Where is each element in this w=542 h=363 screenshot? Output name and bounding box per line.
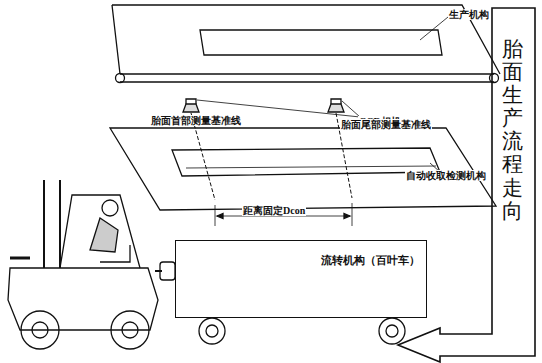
part-label: 自动收取检测机构 (405, 170, 487, 181)
node-text: 流转机构（百叶车） (321, 253, 420, 268)
part-label: 胎面首部测量基准线 (150, 115, 242, 126)
part-label: 胎面尾部测量基准线 (340, 119, 432, 130)
part-label: 生产机构 (448, 9, 490, 20)
flow-direction-label: 胎面生产流程走向 (502, 38, 523, 223)
cart-box: 流转机构（百叶车） (175, 240, 427, 318)
part-label: 距离固定Dcon (242, 205, 306, 216)
